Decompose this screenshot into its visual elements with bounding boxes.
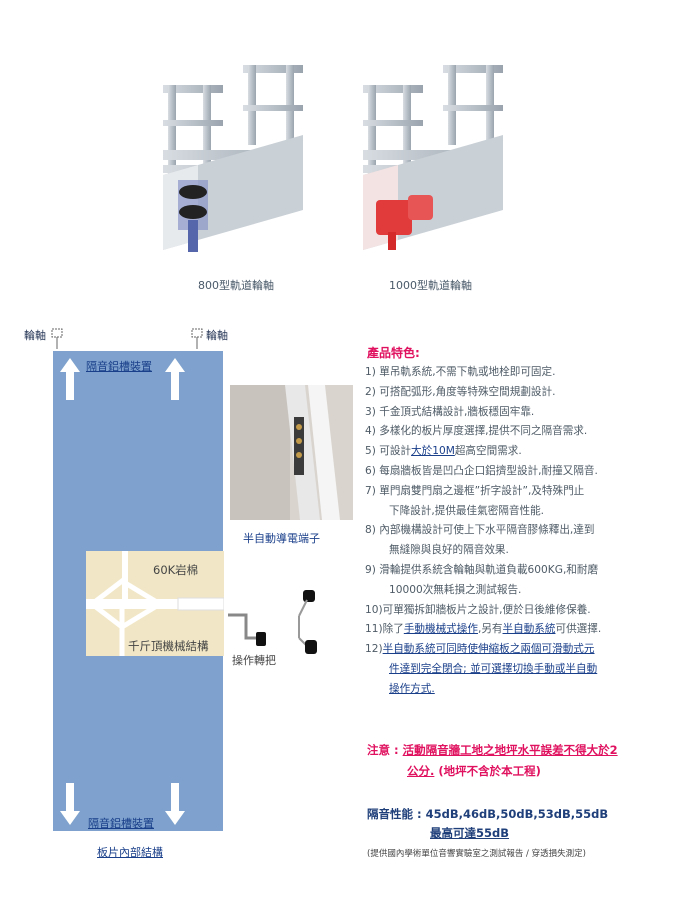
floor-tolerance-note: 注意 : 活動隔音牆工地之地坪水平誤差不得大於2 公分. (地坪不含於本工程) — [367, 743, 618, 778]
operating-handle-icon — [228, 613, 266, 646]
semi-auto-system-link[interactable]: 半自動系統 — [502, 623, 556, 636]
terminal-caption: 半自動導電端子 — [243, 532, 320, 545]
feature-item: 6) 每扇牆板皆是凹凸企口鋁擠型設計,耐撞又隔音. — [365, 464, 598, 477]
feature-item: 10)可單獨拆卸牆板片之設計,便於日後維修保養. — [365, 603, 591, 616]
feature-item: 1) 單吊軌系統,不需下軌或地栓即可固定. — [365, 366, 556, 378]
mechanism-inset — [86, 551, 224, 656]
track-wheel-800-image — [163, 65, 303, 252]
rail-label-bottom: 隔音鋁槽裝置 — [88, 817, 154, 830]
caption-1000: 1000型軌道輪軸 — [389, 279, 472, 292]
wheel-right-icon — [191, 328, 203, 349]
wheel-label-left: 輪軸 — [24, 329, 46, 342]
arrow-up-right-icon — [165, 358, 185, 400]
feature-item: 7) 單門扇雙門扇之邊框”折字設計”,及特殊門止下降設計,提供最佳氣密隔音性能. — [365, 484, 585, 517]
features-list: 1) 單吊軌系統,不需下軌或地栓即可固定. 2) 可搭配弧形,角度等特殊空間規劃… — [365, 363, 665, 700]
panel-structure-caption: 板片內部結構 — [97, 846, 163, 859]
semi-auto-terminal-photo — [230, 385, 353, 520]
feature-item: 11)除了手動機械式操作,另有半自動系統可供選擇. — [365, 623, 602, 636]
manual-operation-link[interactable]: 手動機械式操作 — [403, 623, 478, 636]
jack-mechanism-label: 千斤頂機械結構 — [128, 639, 209, 653]
wheel-label-right: 輪軸 — [206, 329, 228, 342]
rail-label-top: 隔音鋁槽裝置 — [86, 360, 152, 373]
feature-item: 4) 多樣化的板片厚度選擇,提供不同之隔音需求. — [365, 425, 588, 438]
sound-max-value: 最高可達55dB — [430, 826, 510, 840]
arrow-down-left-icon — [60, 783, 80, 825]
test-report-footnote: (提供國內學術單位音響實驗室之測試報告 / 穿透損失測定) — [367, 849, 586, 859]
rock-wool-label: 60K岩棉 — [153, 563, 199, 577]
track-wheel-1000-image — [363, 65, 503, 250]
arrow-up-left-icon — [60, 358, 80, 400]
feature-item: 5) 可設計大於10M超高空間需求. — [365, 445, 522, 458]
operating-handle-label: 操作轉把 — [232, 654, 276, 667]
features-title: 產品特色: — [367, 346, 420, 360]
caption-800: 800型軌道輪軸 — [198, 279, 274, 292]
feature-item: 3) 千金頂式結構設計,牆板穩固牢靠. — [365, 405, 535, 418]
feature-item: 2) 可搭配弧形,角度等特殊空間規劃設計. — [365, 385, 556, 398]
feature-item: 12)半自動系統可同時使伸縮板之兩個可滑動式元件達到完全閉合; 並可選擇切換手動… — [365, 643, 598, 695]
sound-performance: 隔音性能 : 45dB,46dB,50dB,53dB,55dB — [367, 807, 609, 821]
wheel-left-icon — [51, 328, 63, 349]
feature-item: 8) 內部機構設計可使上下水平隔音膠條釋出,達到無縫隙與良好的隔音效果. — [365, 524, 595, 557]
height-link[interactable]: 大於10M — [411, 445, 455, 458]
operating-handle-photo — [298, 590, 317, 654]
arrow-down-right-icon — [165, 783, 185, 825]
